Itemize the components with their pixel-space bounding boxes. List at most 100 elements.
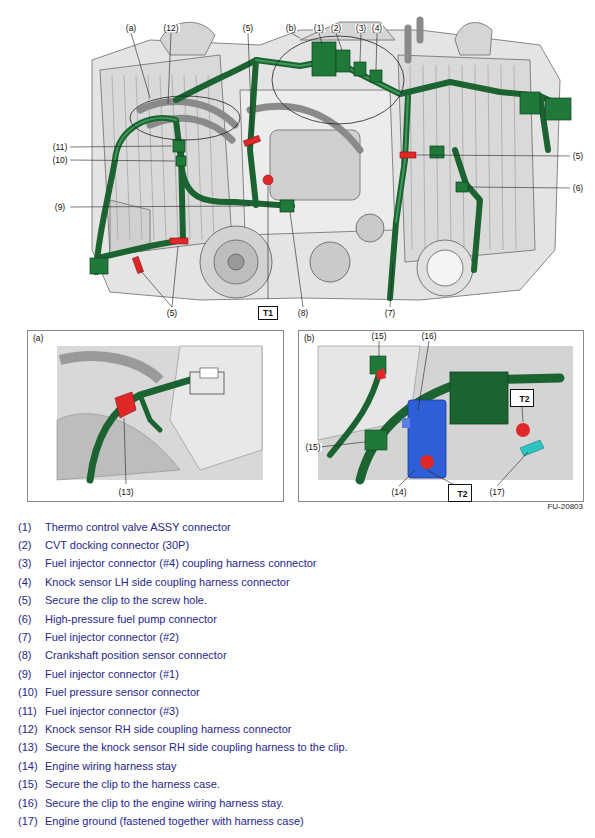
engine-ribs (423, 65, 425, 250)
callout-number: (8) (297, 309, 309, 318)
inset-b-picture (318, 341, 573, 488)
detail-panel: (a) (27, 330, 284, 502)
list-number: (17) (18, 816, 38, 827)
list-number: (10) (18, 687, 38, 698)
leader-line (417, 155, 570, 156)
callout-number: (7) (384, 309, 396, 318)
callout-number: (b) (285, 24, 297, 33)
tag-label: T2 (453, 487, 468, 499)
list-text: Fuel pressure sensor connector (45, 687, 200, 698)
leader-line (468, 187, 570, 188)
callout-number: (4) (371, 24, 383, 33)
inset-a-picture (115, 392, 136, 418)
engine-ribs (196, 75, 202, 240)
leader-line (360, 33, 361, 62)
callout-number: (13) (117, 488, 134, 497)
list-number: (4) (18, 577, 31, 588)
callout-number: (12) (162, 24, 179, 33)
leader-line (168, 33, 171, 104)
pipes (150, 118, 232, 140)
harness-highlight (115, 60, 408, 222)
harness-connectors (456, 182, 468, 192)
leader-line (140, 270, 172, 307)
inset-a-picture (90, 380, 190, 480)
list-text: Secure the knock sensor RH side coupling… (45, 742, 348, 753)
callout-number: (6) (572, 184, 584, 193)
list-text: Fuel injector connector (#4) coupling ha… (45, 558, 316, 569)
inset-a-picture (57, 414, 180, 480)
harness-connectors (430, 146, 444, 158)
inset-a-picture (57, 346, 263, 480)
wiring-harness (250, 60, 256, 205)
list-number: (5) (18, 595, 31, 606)
list-text: Crankshaft position sensor connector (45, 650, 227, 661)
list-text: Fuel injector connector (#3) (45, 706, 179, 717)
list-number: (14) (18, 761, 38, 772)
list-number: (7) (18, 632, 31, 643)
harness-highlight (396, 96, 408, 222)
callout-number: (3) (355, 24, 367, 33)
list-number: (13) (18, 742, 38, 753)
list-number: (9) (18, 669, 31, 680)
wiring-harness (96, 118, 292, 272)
list-text: Secure the clip to the engine wiring har… (45, 798, 284, 809)
callout-number: (10) (51, 156, 68, 165)
figure-code: FU-20803 (547, 503, 583, 511)
list-text: Secure the clip to the screw hole. (45, 595, 207, 606)
clip (132, 135, 416, 273)
harness-connectors (176, 156, 186, 166)
leader-line (70, 206, 250, 207)
detail-ellipse (130, 36, 404, 140)
inset-a-picture (140, 395, 160, 430)
panel-label: (b) (299, 331, 583, 343)
callout-number: (2) (330, 24, 342, 33)
harness-connectors (370, 70, 382, 82)
callout-number: (16) (420, 332, 437, 341)
inset-a-picture (57, 346, 263, 484)
list-number: (3) (18, 558, 31, 569)
inset-a-picture (124, 418, 126, 484)
list-text: Fuel injector connector (#1) (45, 669, 179, 680)
harness-connectors (545, 98, 571, 120)
harness-connectors (336, 50, 350, 72)
tag-label: T2 (515, 392, 530, 404)
list-number: (6) (18, 614, 31, 625)
inset-b-picture (420, 455, 434, 469)
clip (170, 238, 188, 244)
list-text: Knock sensor RH side coupling harness co… (45, 724, 291, 735)
clip (263, 175, 273, 185)
engine-ribs (462, 65, 464, 250)
panel-label: (a) (28, 331, 283, 343)
clip (400, 152, 416, 158)
list-text: Engine wiring harness stay (45, 761, 176, 772)
inset-b-picture (402, 418, 410, 428)
leader-line (131, 33, 150, 98)
pipes (250, 106, 360, 150)
inset-b-picture (320, 341, 528, 488)
harness-connectors (173, 140, 185, 152)
leader-line (172, 246, 178, 307)
leader-line (376, 33, 377, 70)
callout-number: (5) (572, 152, 584, 161)
leader-line (291, 33, 300, 38)
callout-number: (5) (166, 309, 178, 318)
detail-ellipse (130, 96, 240, 140)
list-text: Knock sensor LH side coupling harness co… (45, 577, 290, 588)
clip (132, 256, 143, 273)
list-text: Fuel injector connector (#2) (45, 632, 179, 643)
detail-ellipse (272, 36, 404, 124)
engine-ribs (208, 75, 214, 240)
list-text: CVT docking connector (30P) (45, 540, 189, 551)
callout-number: (14) (390, 488, 407, 497)
inset-a-picture (60, 356, 160, 380)
inset-a-picture (170, 346, 262, 470)
leader-line (390, 262, 393, 307)
inset-b-picture (318, 346, 573, 480)
wiring-harness (455, 150, 480, 270)
list-text: High-pressure fuel pump connector (45, 614, 217, 625)
engine-block (92, 30, 560, 300)
list-number: (8) (18, 650, 31, 661)
list-number: (2) (18, 540, 31, 551)
engine-block (240, 90, 395, 235)
harness-connectors (520, 92, 540, 114)
